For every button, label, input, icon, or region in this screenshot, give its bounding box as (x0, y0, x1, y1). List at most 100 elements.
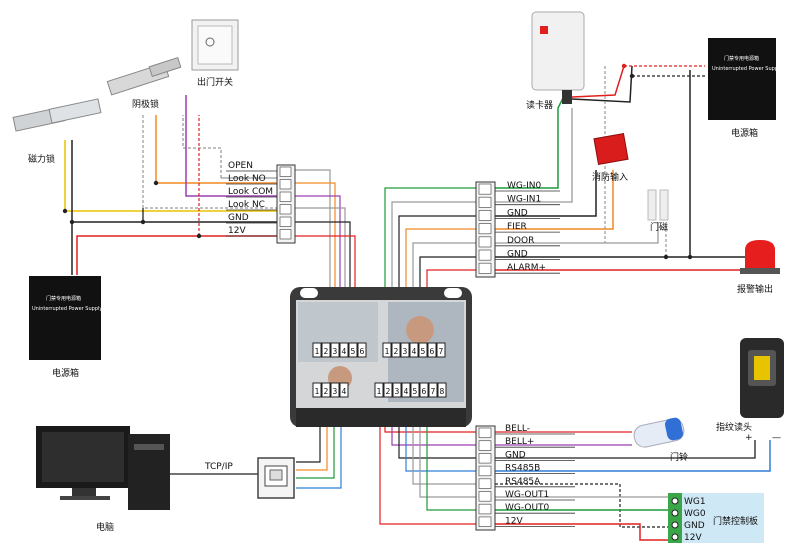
controller-board: WG1 WG0 GND 12V 门禁控制板 (668, 493, 764, 543)
br-label-6: WG-OUT0 (505, 503, 550, 513)
c8-pin-0: 1 (377, 387, 382, 396)
c4-cell (312, 382, 322, 398)
br-label-5: WG-OUT1 (505, 490, 549, 500)
c6-cell (348, 342, 358, 358)
fire-input-label: 消防输入 (592, 171, 628, 183)
c6-pin-2: 3 (333, 347, 338, 356)
controller-board-label: 门禁控制板 (713, 515, 758, 527)
fingerprint-reader-label: 指纹读头 (716, 421, 752, 433)
c6-cell (330, 342, 340, 358)
tr-label-1: WG-IN1 (507, 195, 541, 205)
terminal-cell (478, 465, 492, 477)
doorbell-label: 门铃 (670, 451, 688, 463)
power-box-top: 门禁专用电源箱 Uninterrupted Power Supply 电源箱 (708, 38, 782, 139)
fire-input: 消防输入 (592, 133, 629, 183)
c6-cell (339, 342, 349, 358)
c8-pin-4: 5 (413, 387, 418, 396)
c4-cell (330, 382, 340, 398)
svg-text:Uninterrupted Power Supply: Uninterrupted Power Supply (32, 306, 102, 312)
terminal-cell (478, 440, 492, 451)
bottom-right-labels: BELL-BELL+GNDRS485BRS485AWG-OUT1WG-OUT01… (495, 424, 575, 527)
terminal-cell (478, 427, 492, 439)
terminal-cell (279, 179, 292, 190)
br-label-7: 12V (505, 516, 523, 526)
terminal-cell (478, 223, 492, 235)
terminal-cell (478, 453, 492, 464)
wire-open (182, 115, 222, 178)
exit-button: 出门开关 (191, 19, 239, 88)
terminal-cell (478, 262, 492, 274)
door-sensor: 门磁 (647, 189, 669, 233)
strike-lock: 阴极锁 (106, 56, 182, 110)
c8-cell (392, 382, 402, 398)
terminal-cell (279, 216, 292, 227)
mag-lock-label: 磁力锁 (28, 153, 55, 165)
mag-lock: 磁力锁 (12, 98, 102, 165)
svg-text:WG1: WG1 (684, 497, 706, 507)
svg-text:—: — (772, 433, 781, 443)
c8-pin-6: 7 (431, 387, 436, 396)
c6-cell (357, 342, 367, 358)
card-reader-label: 读卡器 (526, 99, 553, 111)
svg-text:GND: GND (684, 521, 705, 531)
c6-pin-1: 2 (324, 347, 329, 356)
alarm-output: 报警输出 (737, 240, 780, 295)
c7-cell (409, 342, 419, 358)
c7-pin-2: 3 (403, 347, 408, 356)
c8-pin-5: 6 (422, 387, 427, 396)
lock-label-2: Look COM (228, 187, 273, 197)
terminal-cell (478, 183, 492, 195)
c8-cell (401, 382, 411, 398)
c7-pin-0: 1 (385, 347, 390, 356)
card-reader: 读卡器 (526, 11, 585, 111)
tcpip-label: TCP/IP (204, 462, 233, 472)
terminal-cell (478, 491, 492, 502)
tr-label-5: GND (507, 250, 528, 260)
c7-cell (391, 342, 401, 358)
c7-pin-4: 5 (421, 347, 426, 356)
c6-pin-5: 6 (360, 347, 365, 356)
c7-pin-6: 7 (439, 347, 444, 356)
doorbell: 门铃 (633, 417, 688, 463)
br-label-2: GND (505, 450, 526, 460)
terminal-cell (478, 516, 492, 527)
computer-label: 电脑 (96, 521, 114, 533)
c7-cell (436, 342, 446, 358)
terminal-cell (478, 196, 492, 208)
terminal-cell (478, 503, 492, 515)
c8-cell (383, 382, 393, 398)
tr-label-6: ALARM+ (507, 263, 546, 273)
tr-label-4: DOOR (507, 236, 534, 246)
c7-pin-5: 6 (430, 347, 435, 356)
c6-pin-3: 4 (342, 347, 347, 356)
lock-label-0: OPEN (228, 161, 253, 171)
alarm-output-label: 报警输出 (737, 283, 773, 295)
fingerprint-reader: 指纹读头 + — (716, 338, 784, 443)
c6-pin-0: 1 (315, 347, 320, 356)
c7-pin-1: 2 (394, 347, 399, 356)
c4-pin-1: 2 (324, 387, 329, 396)
c8-cell (428, 382, 438, 398)
svg-text:12V: 12V (684, 533, 702, 543)
c6-cell (312, 342, 322, 358)
c7-cell (400, 342, 410, 358)
c8-cell (437, 382, 447, 398)
br-label-1: BELL+ (505, 437, 534, 447)
c8-pin-2: 3 (395, 387, 400, 396)
terminal-cell (279, 166, 292, 177)
c4-pin-2: 3 (333, 387, 338, 396)
strike-lock-label: 阴极锁 (132, 98, 159, 110)
power-box-left-label: 电源箱 (52, 367, 79, 379)
door-sensor-label: 门磁 (650, 221, 668, 233)
power-box-top-label: 电源箱 (731, 127, 758, 139)
c8-cell (410, 382, 420, 398)
power-box-left: 门禁专用电源箱 Uninterrupted Power Supply 电源箱 (29, 276, 102, 379)
rj45-jack (257, 457, 295, 499)
computer: 电脑 (36, 426, 170, 533)
